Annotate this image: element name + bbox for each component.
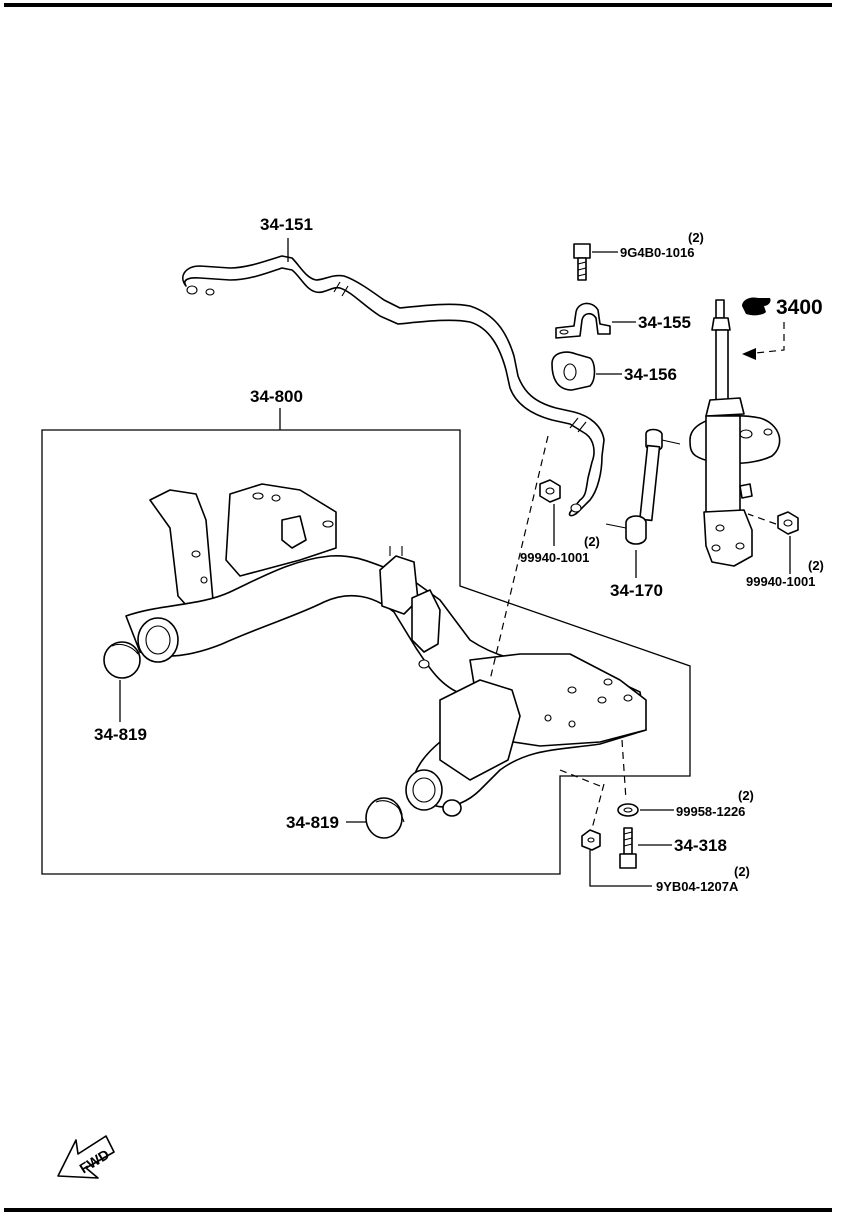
callout-washer: 99958-1226 (676, 804, 745, 819)
nut-strut-link[interactable] (777, 511, 799, 535)
top-rule (4, 3, 832, 7)
callout-nut-strut-link: 99940-1001 (746, 574, 815, 589)
callout-nut-bar-link: 99940-1001 (520, 550, 589, 565)
plug-right[interactable] (365, 797, 405, 839)
callout-washer-qty: (2) (738, 788, 754, 803)
stabilizer-bar[interactable] (182, 255, 605, 517)
bushing-bracket[interactable] (555, 302, 611, 339)
callout-bracket-bolt: 9G4B0-1016 (620, 245, 694, 260)
callout-stabilizer-link: 34-170 (610, 581, 663, 600)
callout-plug-right: 34-819 (286, 813, 339, 832)
callout-stabilizer-bushing: 34-156 (624, 365, 677, 384)
shock-absorber[interactable] (689, 299, 781, 567)
callout-nut-strut-link-qty: (2) (808, 558, 824, 573)
bottom-rule (4, 1208, 832, 1212)
callout-crossmember: 34-800 (250, 387, 303, 406)
fwd-arrow-icon: FWD (57, 1135, 115, 1179)
callout-bolt-34-318: 34-318 (674, 836, 727, 855)
stabilizer-link[interactable] (605, 428, 681, 545)
stabilizer-bushing[interactable] (551, 351, 596, 391)
callout-shock-absorber[interactable]: 3400 (776, 296, 823, 319)
link-dash-stabilizer (489, 435, 549, 681)
plug-left[interactable] (103, 641, 141, 679)
nut-member[interactable] (581, 829, 601, 851)
callout-stabilizer-bar: 34-151 (260, 215, 313, 234)
callout-nut-bar-link-qty: (2) (584, 534, 600, 549)
callout-nut-member: 9YB04-1207A (656, 879, 739, 894)
washer[interactable] (617, 803, 639, 817)
nut-bar-link[interactable] (539, 479, 561, 503)
crossmember-assembly[interactable] (125, 483, 647, 817)
link-dash-bolt (559, 769, 601, 787)
pointing-hand-icon (742, 297, 771, 316)
callout-bushing-bracket: 34-155 (638, 313, 691, 332)
callout-plug-left: 34-819 (94, 725, 147, 744)
bracket-bolt[interactable] (573, 243, 591, 281)
crossmember-frame (41, 429, 691, 875)
bolt-34-318[interactable] (619, 827, 637, 869)
callout-bracket-bolt-qty: (2) (688, 230, 704, 245)
callout-nut-member-qty: (2) (734, 864, 750, 879)
